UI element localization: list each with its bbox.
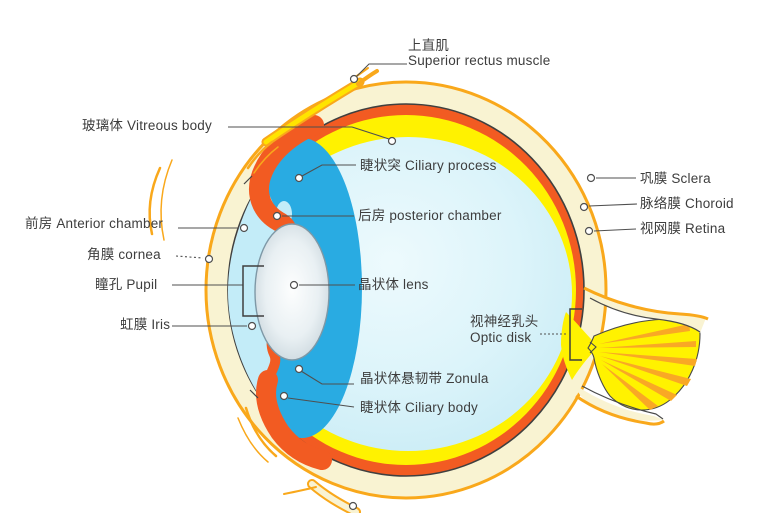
label-optic-disk: 视神经乳头 Optic disk	[470, 314, 539, 346]
label-ciliary-process: 睫状突 Ciliary process	[360, 158, 497, 173]
label-sclera: 巩膜 Sclera	[640, 171, 711, 186]
label-cornea: 角膜 cornea	[87, 247, 161, 262]
leader-lines	[172, 63, 638, 408]
pupil-bracket	[242, 265, 264, 317]
label-anterior-chamber: 前房 Anterior chamber	[25, 216, 164, 231]
cornea-junction-notches	[243, 175, 259, 399]
nerve-fibers	[599, 324, 697, 410]
label-zonula: 晶状体悬韧带 Zonula	[360, 371, 489, 386]
label-optic-disk-en: Optic disk	[470, 330, 532, 345]
label-superior-rectus-muscle: 上直肌 Superior rectus muscle	[408, 38, 550, 68]
label-vitreous-body: 玻璃体 Vitreous body	[82, 118, 212, 133]
lateral-tendon-wisps	[148, 159, 278, 463]
optic-disk-bracket	[569, 308, 582, 361]
label-posterior-chamber: 后房 posterior chamber	[358, 208, 502, 223]
label-choroid: 脉络膜 Choroid	[640, 196, 734, 211]
superior-rectus-muscle-strip	[246, 67, 379, 174]
label-pupil: 瞳孔 Pupil	[95, 277, 158, 292]
leader-dots	[204, 74, 596, 511]
label-superior-rectus-zh: 上直肌	[408, 38, 450, 53]
label-superior-rectus-en: Superior rectus muscle	[408, 53, 551, 68]
lens-shape	[254, 223, 330, 361]
label-ciliary-body: 睫状体 Ciliary body	[360, 400, 478, 415]
lower-dura-flap	[578, 388, 664, 421]
label-lens: 晶状体 lens	[358, 277, 429, 292]
label-optic-disk-zh: 视神经乳头	[470, 314, 539, 329]
label-iris: 虹膜 Iris	[120, 317, 171, 332]
optic-nerve	[561, 286, 709, 426]
label-retina: 视网膜 Retina	[640, 221, 726, 236]
